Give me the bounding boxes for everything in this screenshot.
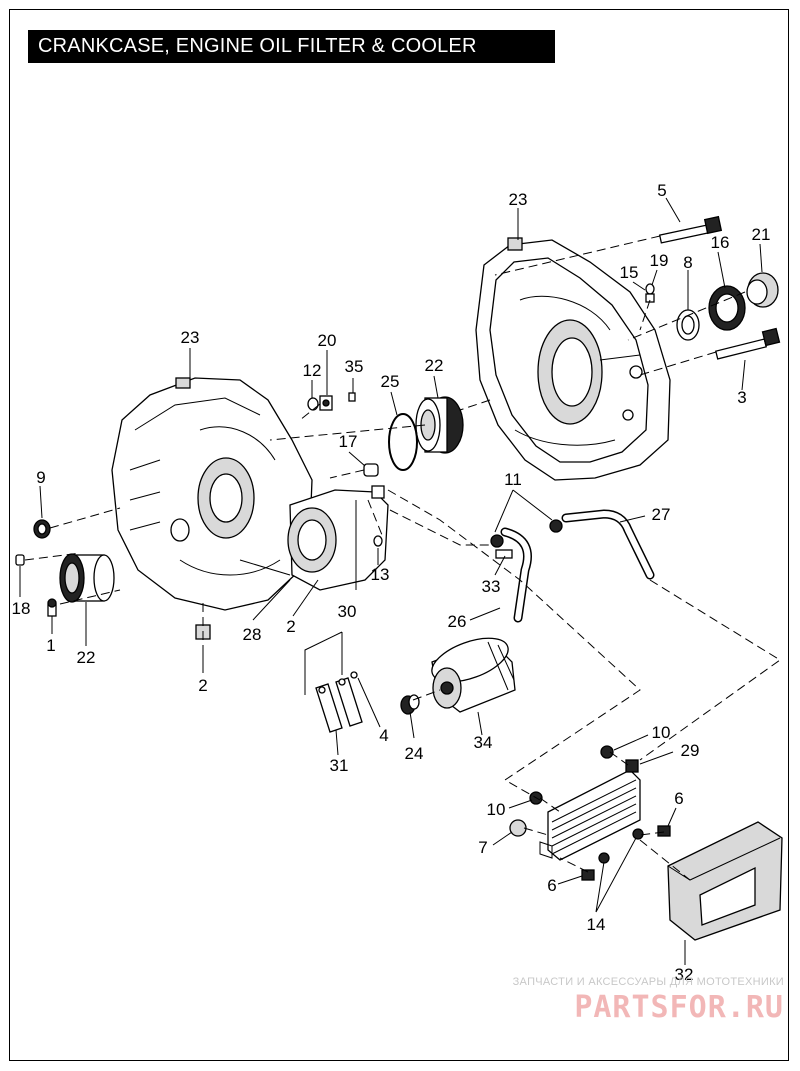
part-25-snap-ring <box>388 413 418 471</box>
oil-filter-mount <box>287 485 389 591</box>
part-20-12-35-cluster <box>307 392 356 411</box>
part-3-bolt <box>714 327 781 360</box>
part-17-dowel <box>363 463 379 477</box>
callout-15: 15 <box>620 263 639 282</box>
callout-25: 25 <box>381 372 400 391</box>
part-5-bolt <box>658 215 723 244</box>
watermark-caption: ЗАПЧАСТИ И АКСЕССУАРЫ ДЛЯ МОТОТЕХНИКИ <box>512 976 784 988</box>
callout-23: 23 <box>181 328 200 347</box>
watermark-logo: PARTSFOR.RU <box>574 990 784 1025</box>
callout-19: 19 <box>650 251 669 270</box>
callout-3: 3 <box>737 388 746 407</box>
callout-20: 20 <box>318 331 337 350</box>
part-34-oil-filter <box>431 637 516 713</box>
part-16-seal <box>708 285 746 331</box>
part-21-bushing <box>746 272 779 308</box>
watermark: ЗАПЧАСТИ И АКСЕССУАРЫ ДЛЯ МОТОТЕХНИКИ PA… <box>474 976 784 1025</box>
part-9-needle-bearing <box>33 519 51 539</box>
page-frame <box>9 9 789 1061</box>
callout-labels: 23 5 16 21 19 15 8 3 23 20 12 35 25 22 1… <box>12 181 771 984</box>
part-22-bearing-upper <box>415 396 464 454</box>
callout-10: 10 <box>652 723 671 742</box>
callout-2: 2 <box>198 676 207 695</box>
callout-23: 23 <box>509 190 528 209</box>
part-33-fitting <box>495 549 513 559</box>
callout-29: 29 <box>681 741 700 760</box>
callout-6: 6 <box>674 789 683 808</box>
part-11-fittings <box>490 519 563 548</box>
part-24-filter-adapter <box>400 694 420 715</box>
callout-8: 8 <box>683 253 692 272</box>
callout-28: 28 <box>243 625 262 644</box>
callout-12: 12 <box>303 361 322 380</box>
callout-10: 10 <box>487 800 506 819</box>
callout-13: 13 <box>371 565 390 584</box>
callout-11: 11 <box>504 470 522 489</box>
callout-22: 22 <box>425 356 444 375</box>
callout-5: 5 <box>657 181 666 200</box>
part-29-oil-cooler <box>539 759 641 861</box>
part-1-screw <box>47 598 57 617</box>
callout-21: 21 <box>752 225 771 244</box>
part-22-bearing-lower <box>59 553 115 603</box>
callout-31: 31 <box>330 756 349 775</box>
callout-4: 4 <box>379 726 388 745</box>
callout-17: 17 <box>339 432 358 451</box>
callout-14: 14 <box>587 915 606 934</box>
callout-18: 18 <box>12 599 31 618</box>
callout-27: 27 <box>652 505 671 524</box>
callout-9: 9 <box>36 468 45 487</box>
callout-22: 22 <box>77 648 96 667</box>
right-crankcase-half <box>475 237 671 481</box>
callout-30: 30 <box>338 602 357 621</box>
callout-6: 6 <box>547 876 556 895</box>
callout-26: 26 <box>448 612 467 631</box>
page-title: CRANKCASE, ENGINE OIL FILTER & COOLER <box>28 30 555 63</box>
callout-34: 34 <box>474 733 493 752</box>
part-8-seal <box>676 309 700 341</box>
part-32-cooler-cover <box>667 821 783 941</box>
callout-35: 35 <box>345 357 364 376</box>
part-18-dowel <box>15 554 25 566</box>
part-13-o-ring <box>373 535 383 547</box>
callout-33: 33 <box>482 577 501 596</box>
callout-1: 1 <box>46 636 55 655</box>
assembly-lines <box>24 235 781 881</box>
callout-24: 24 <box>405 744 424 763</box>
callout-2: 2 <box>286 617 295 636</box>
part-30-31-brackets <box>315 671 363 733</box>
leader-lines <box>19 197 763 965</box>
part-15-19-dowel <box>645 283 655 303</box>
callout-32: 32 <box>675 965 694 984</box>
callout-7: 7 <box>478 838 487 857</box>
left-crankcase-half <box>111 377 313 611</box>
callout-16: 16 <box>711 233 730 252</box>
